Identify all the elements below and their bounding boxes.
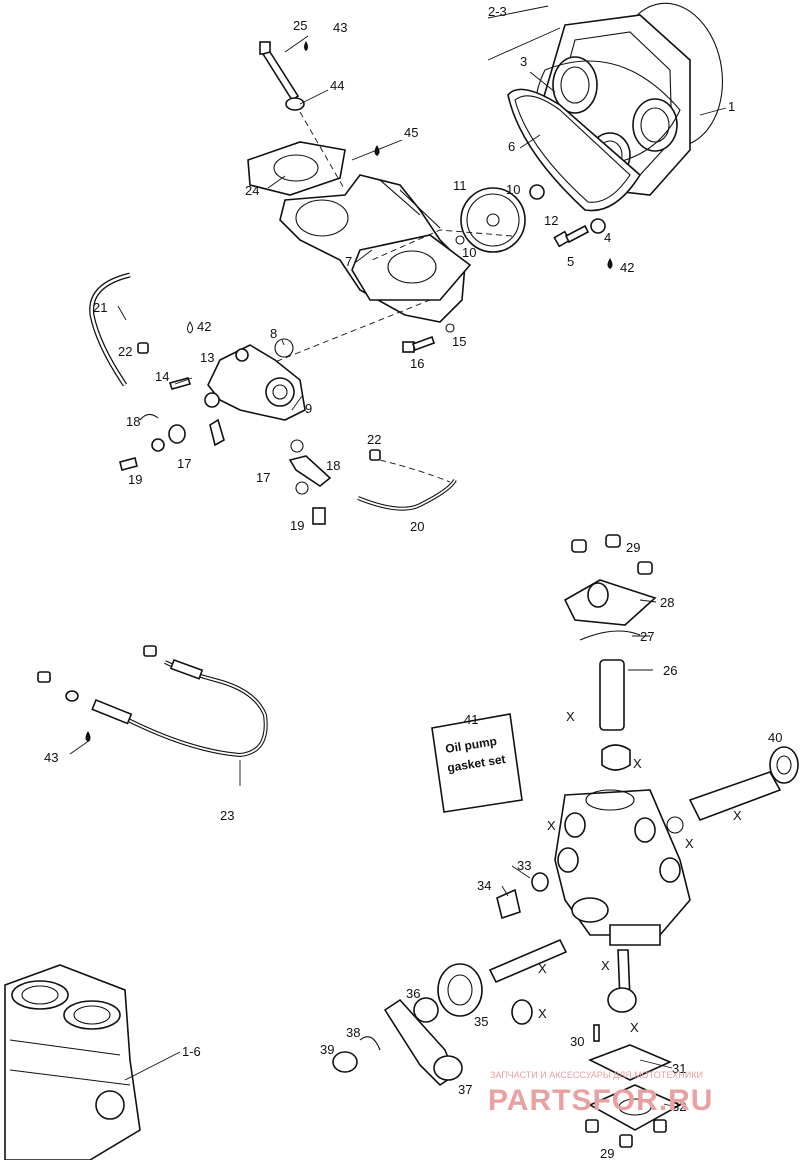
pump-shaft-parts <box>437 746 799 1148</box>
x-marker: X <box>538 1006 547 1021</box>
x-marker: X <box>685 836 694 851</box>
callout-16: 16 <box>410 356 424 371</box>
callout-14: 14 <box>155 369 169 384</box>
washer <box>590 218 606 234</box>
callout-37: 37 <box>458 1082 472 1097</box>
fitting-set-left <box>119 413 186 471</box>
callout-17-center: 17 <box>256 470 270 485</box>
washer <box>455 235 465 245</box>
callout-26: 26 <box>663 663 677 678</box>
callout-25: 25 <box>293 18 307 33</box>
callout-8: 8 <box>270 326 277 341</box>
callout-7: 7 <box>345 254 352 269</box>
callout-38: 38 <box>346 1025 360 1040</box>
callout-11: 11 <box>453 178 467 193</box>
oil-pump-body <box>554 789 691 946</box>
callout-12: 12 <box>544 213 558 228</box>
manifold-gasket <box>247 141 346 196</box>
engine-block <box>4 964 141 1160</box>
sealant-drop-icon <box>187 321 193 334</box>
fitting-set-center <box>288 439 457 525</box>
callout-31: 31 <box>672 1061 686 1076</box>
callout-42-left: 42 <box>197 319 211 334</box>
banjo-fitting <box>209 418 225 447</box>
bolt <box>402 335 436 353</box>
x-marker: X <box>566 709 575 724</box>
callout-43-top: 43 <box>333 20 347 35</box>
callout-29-upper: 29 <box>626 540 640 555</box>
callout-10-upper: 10 <box>506 182 520 197</box>
pump-cover-and-screws <box>563 534 657 771</box>
callout-35: 35 <box>474 1014 488 1029</box>
clamp <box>137 342 149 354</box>
callout-9: 9 <box>305 401 312 416</box>
oil-pump-assembly <box>204 344 306 421</box>
callout-15: 15 <box>452 334 466 349</box>
callout-22-left: 22 <box>118 344 132 359</box>
watermark-tagline: ЗАПЧАСТИ И АКСЕССУАРЫ ДЛЯ МОТОТЕХНИКИ <box>490 1070 703 1080</box>
callout-23: 23 <box>220 808 234 823</box>
callout-45: 45 <box>404 125 418 140</box>
callout-30: 30 <box>570 1034 584 1049</box>
x-marker: X <box>633 756 642 771</box>
callout-6: 6 <box>508 139 515 154</box>
x-marker: X <box>601 958 610 973</box>
callout-41: 41 <box>464 712 478 727</box>
rotary-valve-cover-assembly <box>507 2 724 212</box>
callout-1-6: 1-6 <box>182 1044 201 1059</box>
callout-36: 36 <box>406 986 420 1001</box>
lever-assembly <box>332 997 463 1087</box>
callout-19-center: 19 <box>290 518 304 533</box>
callout-34: 34 <box>477 878 491 893</box>
callout-28: 28 <box>660 595 674 610</box>
callout-4: 4 <box>604 230 611 245</box>
callout-22-center: 22 <box>367 432 381 447</box>
o-ring <box>274 338 294 358</box>
watermark: ЗАПЧАСТИ И АКСЕССУАРЫ ДЛЯ МОТОТЕХНИКИ PA… <box>488 1070 713 1117</box>
callout-17-left: 17 <box>177 456 191 471</box>
gasket-set-card: Oil pump gasket set <box>431 713 523 813</box>
callout-27: 27 <box>640 629 654 644</box>
callout-21: 21 <box>93 300 107 315</box>
callout-18-left: 18 <box>126 414 140 429</box>
callout-1: 1 <box>728 99 735 114</box>
callout-32: 32 <box>672 1099 686 1114</box>
callout-10-lower: 10 <box>462 245 476 260</box>
watermark-brand: PARTSFOR.RU <box>488 1084 713 1117</box>
callout-29-lower: 29 <box>600 1146 614 1160</box>
washer <box>445 323 455 333</box>
callout-43-cable: 43 <box>44 750 58 765</box>
callout-2-3: 2-3 <box>488 4 507 19</box>
callout-42-right: 42 <box>620 260 634 275</box>
callout-19-left: 19 <box>128 472 142 487</box>
callout-40: 40 <box>768 730 782 745</box>
callout-33: 33 <box>517 858 531 873</box>
nut <box>529 184 545 200</box>
drive-gear <box>460 187 526 253</box>
callout-5: 5 <box>567 254 574 269</box>
stud-bolt <box>259 41 305 111</box>
x-marker: X <box>547 818 556 833</box>
callout-13: 13 <box>200 350 214 365</box>
callout-20: 20 <box>410 519 424 534</box>
x-marker: X <box>733 808 742 823</box>
sealant-drop-icon <box>85 41 613 742</box>
bolt <box>553 224 590 248</box>
callout-24: 24 <box>245 183 259 198</box>
x-marker: X <box>538 961 547 976</box>
callout-3: 3 <box>520 54 527 69</box>
oil-pump-cable <box>37 645 268 758</box>
callout-18-center: 18 <box>326 458 340 473</box>
intake-manifold-body <box>279 174 472 323</box>
callout-44: 44 <box>330 78 344 93</box>
callout-39: 39 <box>320 1042 334 1057</box>
x-marker: X <box>630 1020 639 1035</box>
